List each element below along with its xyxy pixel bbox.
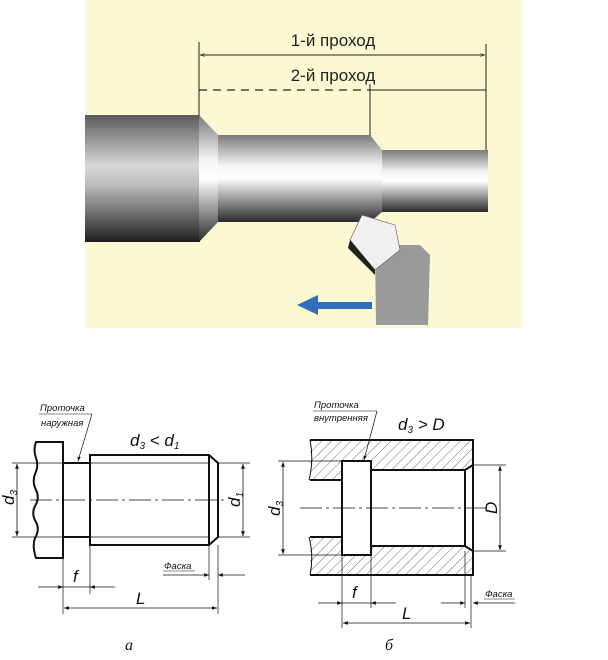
bushing-outline bbox=[310, 439, 474, 576]
dim-f-label-b: f bbox=[352, 583, 359, 602]
dim-L-label-b: L bbox=[402, 604, 411, 623]
dim-d3-label-a: d3 bbox=[0, 490, 20, 505]
pass-1-label: 1-й проход bbox=[291, 31, 376, 50]
dim-L-label-a: L bbox=[136, 589, 145, 608]
groove-leader-a bbox=[77, 413, 93, 462]
workpiece-small-diameter bbox=[382, 150, 488, 212]
condition-label-a: d3 < d1 bbox=[130, 431, 179, 452]
pass-2-label: 2-й проход bbox=[291, 66, 376, 85]
groove-label-b-line1: Проточка bbox=[314, 400, 359, 411]
groove-label-a-line2: наружная bbox=[41, 418, 83, 429]
caption-b: б bbox=[385, 637, 394, 654]
cutting-tool bbox=[348, 214, 430, 325]
dim-D-label: D bbox=[482, 502, 501, 514]
dim-f-label-a: f bbox=[73, 567, 80, 586]
feed-direction-arrow bbox=[297, 295, 372, 315]
hatched-wall-top bbox=[310, 440, 473, 480]
workpiece-large-diameter bbox=[85, 115, 200, 242]
figure-b-internal-groove: d3 D f L Фаска Проточка внутренняя d3 > … bbox=[265, 400, 515, 654]
bolt-head bbox=[32, 441, 64, 559]
hatched-wall-bottom bbox=[310, 537, 473, 575]
chamfer-label-a: Фаска bbox=[164, 561, 191, 572]
turning-passes-illustration: 1-й проход 2-й проход bbox=[85, 0, 521, 328]
workpiece-step bbox=[370, 135, 382, 222]
chamfer-label-b: Фаска bbox=[485, 589, 512, 600]
groove-neck bbox=[63, 462, 90, 538]
dim-d1-label: d1 bbox=[225, 492, 246, 507]
groove-leader-b bbox=[363, 410, 378, 461]
workpiece-middle-diameter bbox=[218, 135, 371, 222]
workpiece-chamfer bbox=[199, 115, 218, 242]
condition-label-b: d3 > D bbox=[398, 415, 445, 436]
figure-a-external-groove: d3 d1 f L Фаска Проточка наружная d3 < d… bbox=[0, 403, 250, 654]
caption-a: а bbox=[125, 637, 133, 654]
groove-label-b-line2: внутренняя bbox=[314, 413, 368, 424]
dim-d3-label-b: d3 bbox=[265, 501, 286, 516]
pass-dimensions bbox=[198, 42, 487, 150]
groove-label-a-line1: Проточка bbox=[40, 403, 85, 414]
